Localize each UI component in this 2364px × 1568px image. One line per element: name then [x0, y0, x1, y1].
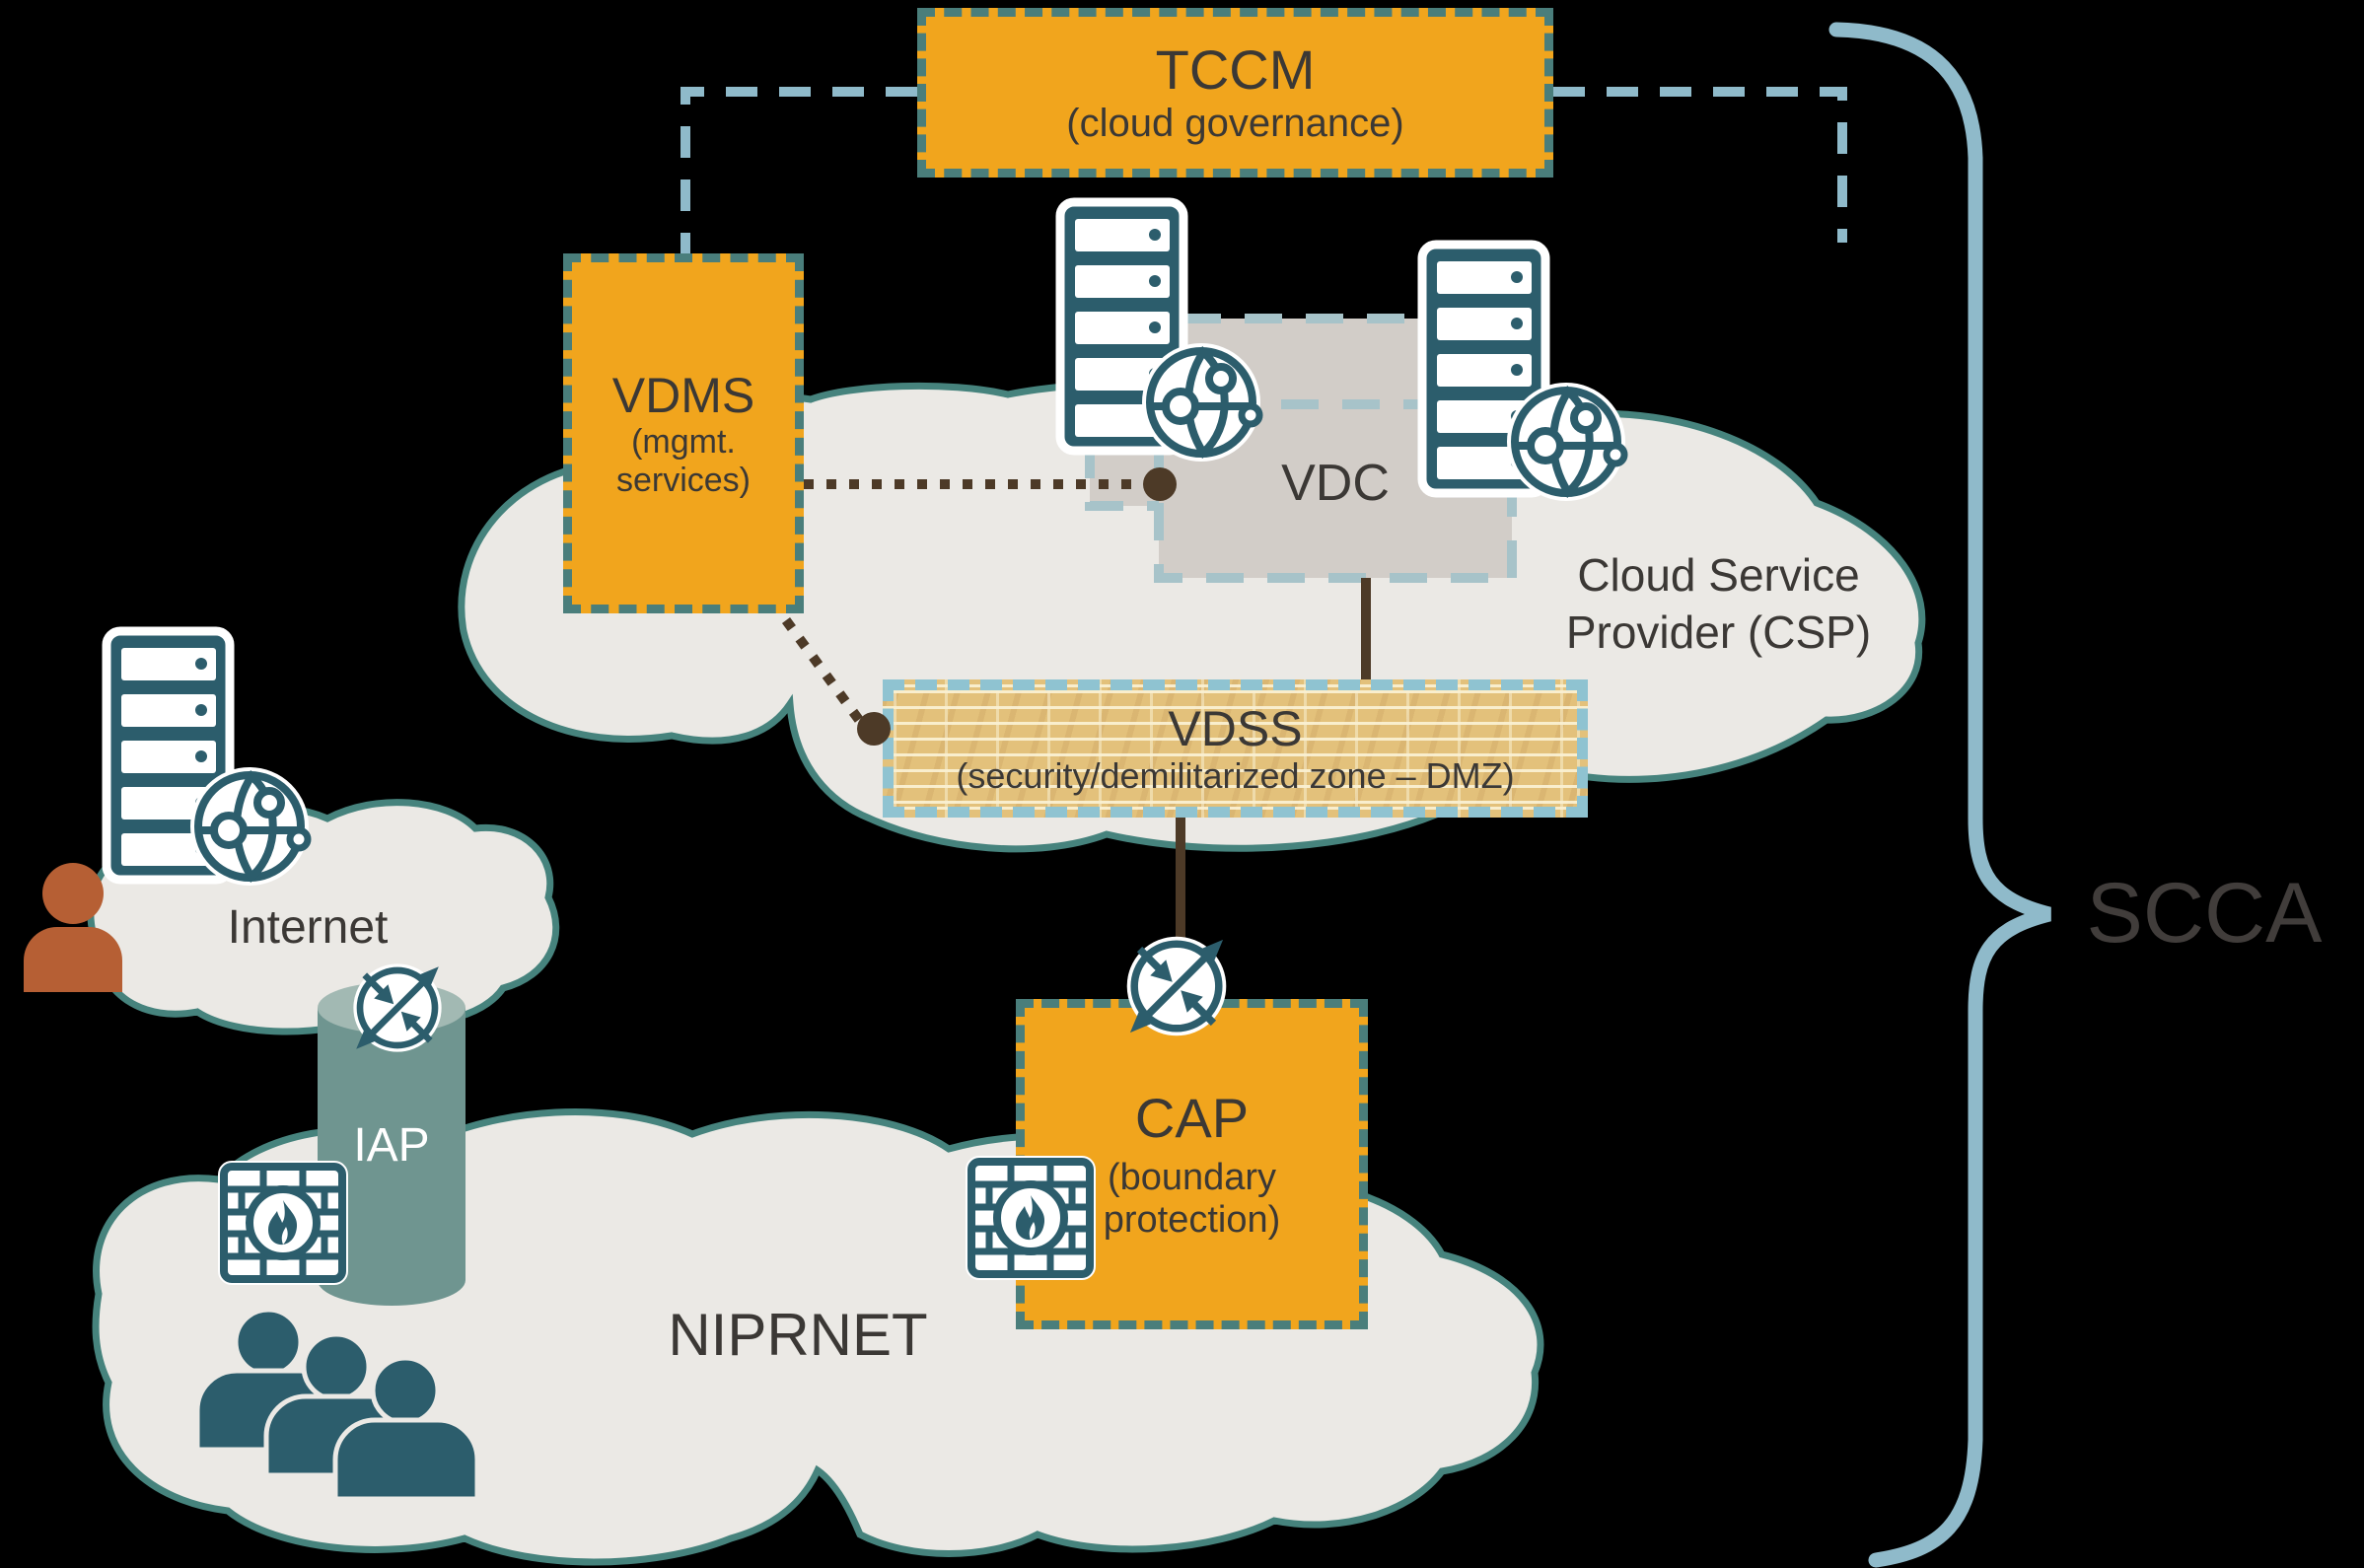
niprnet-label: NIPRNET — [668, 1301, 928, 1368]
vdms-label: VDMS — [611, 368, 755, 424]
iap-router-icon — [356, 966, 439, 1049]
cap-label: CAP — [1134, 1086, 1250, 1149]
tccm-label: TCCM — [1155, 38, 1316, 102]
csp-label: Cloud Service Provider (CSP) — [1565, 549, 1872, 658]
niprnet-users-group-icon — [194, 1307, 480, 1502]
vdms-node: VDMS (mgmt. services) — [563, 253, 804, 613]
vdss-node: VDSS (security/demilitarized zone – DMZ) — [883, 679, 1588, 818]
tccm-scca-connector — [1553, 87, 1847, 243]
iap-firewall-icon — [224, 1167, 342, 1279]
vdms-vdss-dotted-connector — [781, 617, 864, 723]
tccm-vdms-connector — [681, 87, 917, 253]
internet-server-icon — [107, 631, 308, 880]
scca-label: SCCA — [2086, 866, 2323, 962]
vdss-label: VDSS — [1168, 700, 1303, 756]
tccm-sublabel: (cloud governance) — [1066, 101, 1404, 145]
internet-user-icon — [24, 863, 122, 992]
iap-label: IAP — [353, 1119, 430, 1172]
cap-node: CAP (boundary protection) — [1016, 999, 1368, 1329]
vdc-label: VDC — [1281, 454, 1390, 512]
tccm-node: TCCM (cloud governance) — [917, 8, 1553, 178]
vdss-sublabel: (security/demilitarized zone – DMZ) — [956, 754, 1515, 796]
scca-brace — [1828, 22, 2051, 1568]
vdms-sublabel: (mgmt. services) — [615, 423, 752, 499]
cap-sublabel: (boundary protection) — [1103, 1157, 1281, 1241]
internet-label: Internet — [227, 901, 389, 954]
